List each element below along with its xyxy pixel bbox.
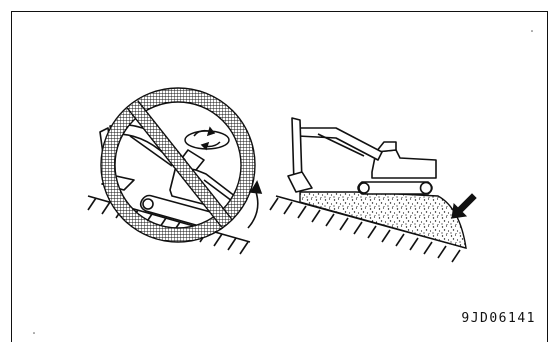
correct-panel: [270, 118, 476, 262]
indicator-arrow-icon: [452, 194, 476, 218]
figure-code-label: 9JD06141: [461, 311, 536, 326]
registration-dot: [33, 332, 35, 334]
swing-rotation-icon: [185, 128, 229, 149]
wrong-panel: [88, 88, 261, 254]
excavator-level-icon: [288, 118, 436, 194]
registration-dot: [531, 30, 533, 32]
